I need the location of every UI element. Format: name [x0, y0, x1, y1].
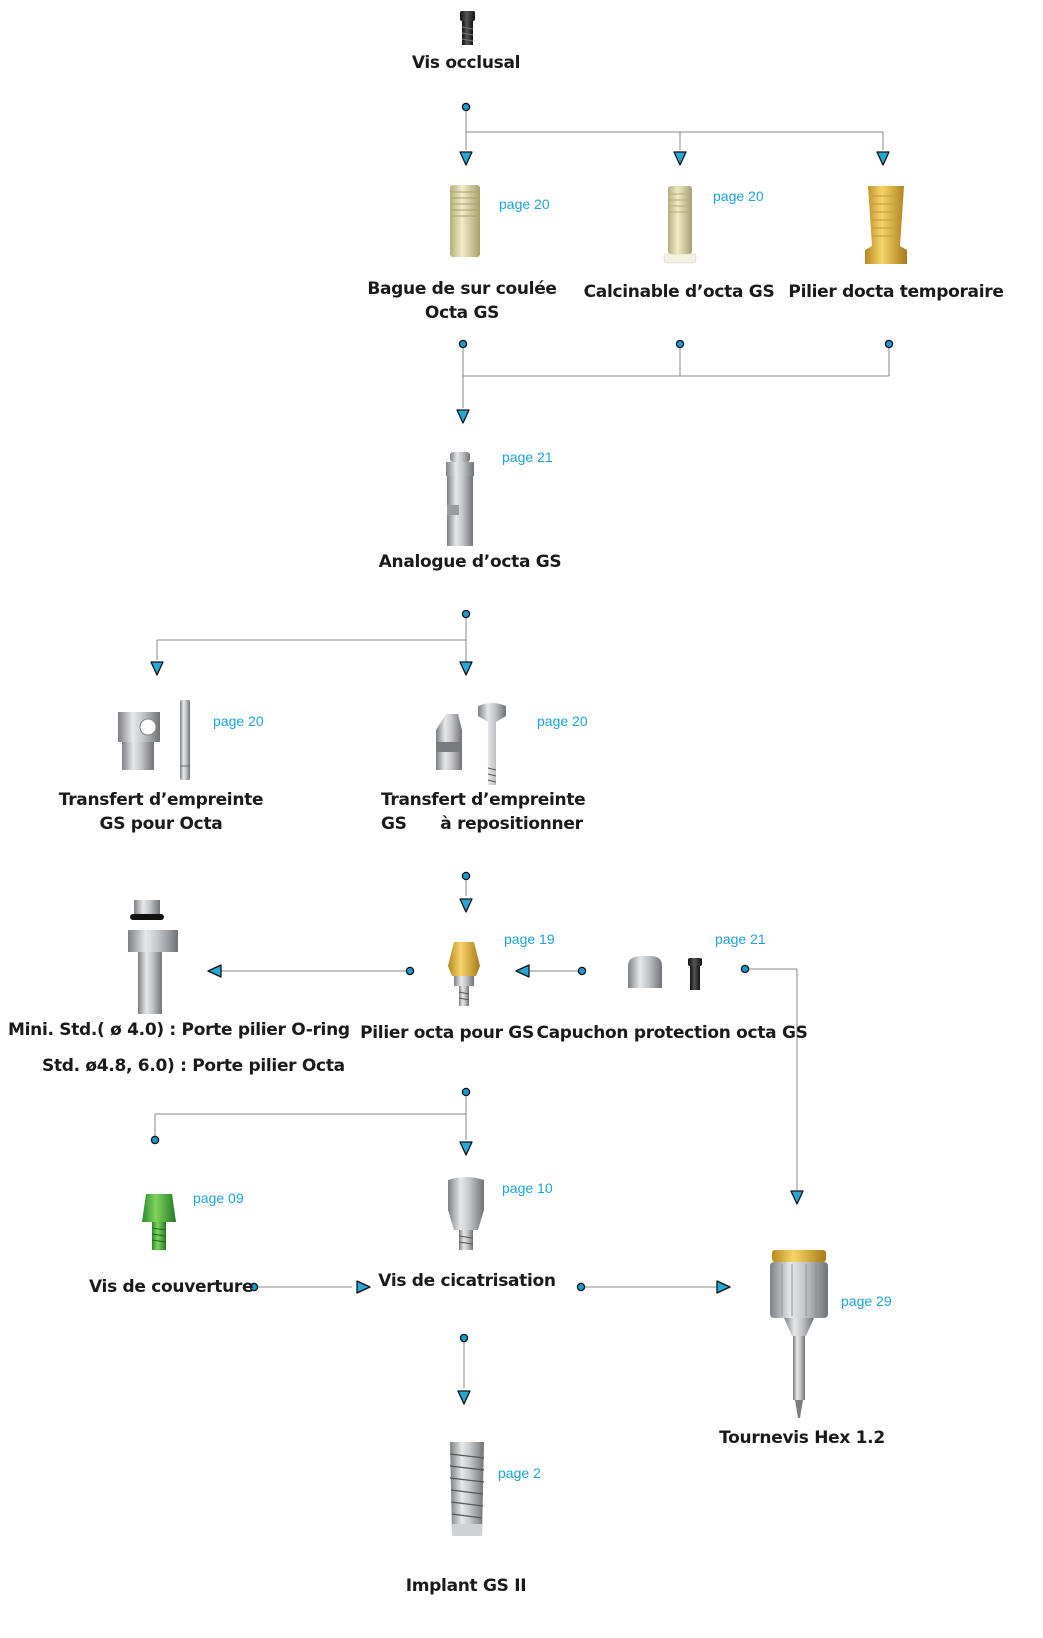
label-capuchon: Capuchon protection octa GS — [536, 1023, 808, 1043]
connector-arrowhead — [459, 898, 473, 913]
connector-arrowhead — [459, 661, 473, 676]
connector-arrowhead — [459, 1141, 473, 1156]
connector-arrowhead — [673, 151, 687, 166]
page-ref-bague: page 20 — [499, 196, 550, 212]
vis-cicatrisation-illustration — [448, 1177, 484, 1250]
transfert-octa-illustration — [118, 700, 190, 780]
label-porte-pilier-line2: Std. ø4.8, 6.0) : Porte pilier Octa — [42, 1056, 345, 1076]
calcinable-illustration — [663, 186, 697, 264]
page-ref-implant: page 2 — [498, 1465, 541, 1481]
connector-arrowhead — [457, 1390, 471, 1405]
page-ref-vis-couverture: page 09 — [193, 1190, 244, 1206]
capuchon-illustration — [628, 956, 702, 990]
page-ref-analogue: page 21 — [502, 449, 553, 465]
bague-illustration — [450, 185, 480, 257]
label-transfert-octa-line2: GS pour Octa — [99, 814, 223, 834]
connector-dot — [150, 1135, 160, 1145]
connector-dot — [576, 1282, 586, 1292]
porte-pilier-illustration — [128, 900, 178, 1014]
label-tournevis: Tournevis Hex 1.2 — [719, 1428, 885, 1448]
label-transfert-octa-line1: Transfert d’empreinte — [58, 790, 264, 810]
pilier-octa-illustration — [448, 942, 480, 1006]
connector-dot — [405, 966, 415, 976]
page-ref-pilier-octa: page 19 — [504, 931, 555, 947]
connector-arrowhead — [459, 151, 473, 166]
label-vis-cicatrisation: Vis de cicatrisation — [378, 1271, 556, 1291]
page-ref-calcinable: page 20 — [713, 188, 764, 204]
connector-arrowhead — [356, 1280, 371, 1294]
vis-couverture-illustration — [142, 1194, 176, 1250]
connector-arrowhead — [790, 1190, 804, 1205]
pilier-temporaire-illustration — [865, 186, 907, 264]
connector-dot — [461, 871, 471, 881]
connector-dot — [461, 102, 471, 112]
connector-dot — [675, 339, 685, 349]
transfert-repos-illustration — [436, 703, 506, 785]
page-ref-vis-cicatrisation: page 10 — [502, 1180, 553, 1196]
connector-dot — [577, 966, 587, 976]
label-calcinable: Calcinable d’octa GS — [583, 282, 775, 302]
page-ref-tournevis: page 29 — [841, 1293, 892, 1309]
label-vis-occlusal: Vis occlusal — [411, 53, 521, 73]
analogue-illustration — [446, 452, 474, 546]
implant-illustration — [449, 1442, 485, 1536]
label-transfert-repos-line2: GS à repositionner — [381, 814, 583, 834]
connector-arrowhead — [515, 964, 530, 978]
label-bague-line2: Octa GS — [424, 303, 500, 323]
connector-dot — [459, 1333, 469, 1343]
connector-dot — [884, 339, 894, 349]
connector-dot — [249, 1282, 259, 1292]
tournevis-illustration — [770, 1250, 828, 1418]
connector-arrowhead — [150, 661, 164, 676]
label-transfert-repos-line1: Transfert d’empreinte — [381, 790, 586, 810]
connector-arrowhead — [716, 1280, 731, 1294]
connector-dot — [458, 339, 468, 349]
label-analogue: Analogue d’octa GS — [378, 552, 562, 572]
page-ref-capuchon: page 21 — [715, 931, 766, 947]
connector-dot — [461, 609, 471, 619]
label-pilier-octa: Pilier octa pour GS — [360, 1023, 534, 1043]
connector-dot — [461, 1087, 471, 1097]
label-bague-line1: Bague de sur coulée — [367, 279, 557, 299]
label-implant: Implant GS II — [405, 1576, 527, 1596]
connector-dot — [740, 964, 750, 974]
label-pilier-temporaire: Pilier docta temporaire — [788, 282, 1004, 302]
connector-arrowhead — [207, 964, 222, 978]
page-ref-transfert-octa: page 20 — [213, 713, 264, 729]
label-vis-couverture: Vis de couverture — [89, 1277, 254, 1297]
connector-arrowhead — [876, 151, 890, 166]
page-ref-transfert-repos: page 20 — [537, 713, 588, 729]
label-porte-pilier-line1: Mini. Std.( ø 4.0) : Porte pilier O-ring — [8, 1020, 350, 1040]
vis-occlusal-illustration — [460, 11, 475, 45]
connector-arrowhead — [456, 409, 470, 424]
